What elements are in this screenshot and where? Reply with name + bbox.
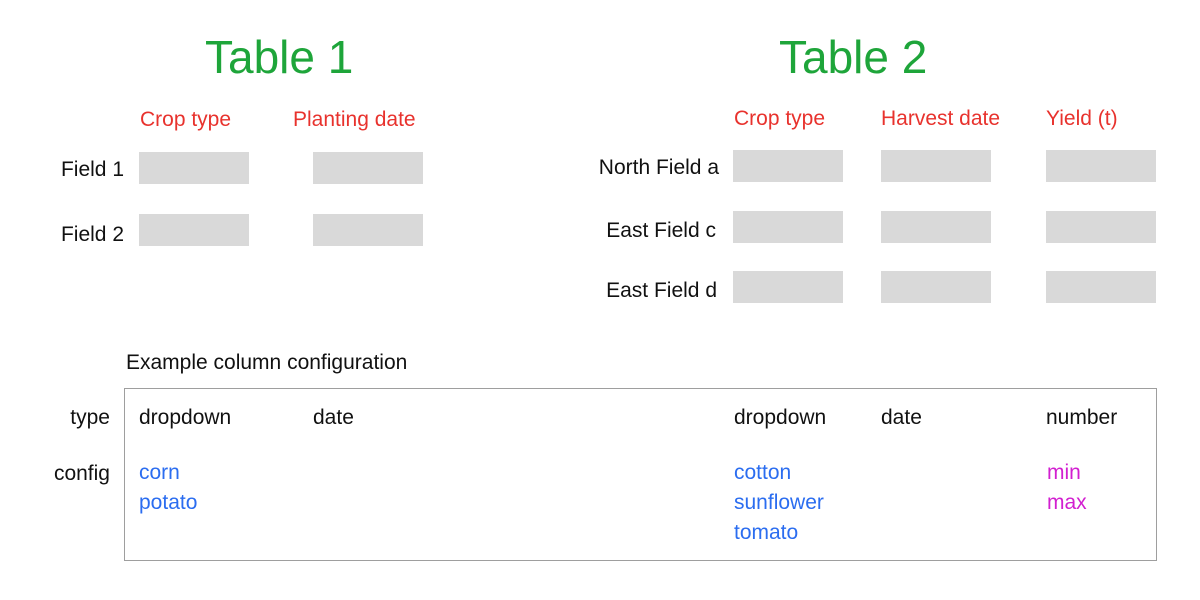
config-col2-type: date	[313, 406, 354, 429]
table2-cell-northa-harvest-date[interactable]	[881, 150, 991, 182]
config-config-label: config	[53, 462, 110, 485]
table2-header-harvest-date: Harvest date	[881, 107, 1001, 130]
table1-header-planting-date: Planting date	[293, 108, 416, 131]
table2-cell-northa-crop-type[interactable]	[733, 150, 843, 182]
table2-header-yield: Yield (t)	[1046, 107, 1118, 130]
config-col3-type: dropdown	[734, 406, 827, 429]
table2-cell-eastc-crop-type[interactable]	[733, 211, 843, 243]
table1-title: Table 1	[205, 31, 354, 83]
config-option: max	[1047, 491, 1087, 514]
config-option: potato	[139, 491, 198, 514]
config-option: sunflower	[734, 491, 824, 514]
table1-cell-field2-planting-date[interactable]	[313, 214, 423, 246]
table2-title: Table 2	[779, 31, 928, 83]
config-col5-type: number	[1046, 406, 1118, 429]
table1-cell-field1-planting-date[interactable]	[313, 152, 423, 184]
table1-cell-field1-crop-type[interactable]	[139, 152, 249, 184]
table2-header-crop-type: Crop type	[734, 107, 826, 130]
table1-row-label-field-2: Field 2	[60, 223, 124, 246]
config-col3-options: cotton sunflower tomato	[734, 458, 824, 548]
table2-cell-northa-yield[interactable]	[1046, 150, 1156, 182]
table2-cell-eastd-yield[interactable]	[1046, 271, 1156, 303]
table2-cell-eastd-crop-type[interactable]	[733, 271, 843, 303]
table2-row-label-east-field-d: East Field d	[606, 279, 717, 302]
config-col1-options: corn potato	[139, 458, 197, 518]
config-box	[124, 388, 1157, 561]
config-option: cotton	[734, 461, 792, 484]
table1-cell-field2-crop-type[interactable]	[139, 214, 249, 246]
table2-row-label-east-field-c: East Field c	[606, 219, 716, 242]
table2-row-label-north-field-a: North Field a	[598, 156, 719, 179]
config-col5-options: min max	[1047, 458, 1087, 518]
table2-cell-eastc-harvest-date[interactable]	[881, 211, 991, 243]
config-option: tomato	[734, 521, 799, 544]
config-caption: Example column configuration	[126, 351, 408, 374]
config-option: corn	[139, 461, 180, 484]
table2-cell-eastc-yield[interactable]	[1046, 211, 1156, 243]
table1-header-crop-type: Crop type	[140, 108, 232, 131]
table1-row-label-field-1: Field 1	[60, 158, 124, 181]
table2-cell-eastd-harvest-date[interactable]	[881, 271, 991, 303]
config-option: min	[1047, 461, 1081, 484]
config-col4-type: date	[881, 406, 922, 429]
config-col1-type: dropdown	[139, 406, 232, 429]
config-type-label: type	[70, 406, 110, 429]
